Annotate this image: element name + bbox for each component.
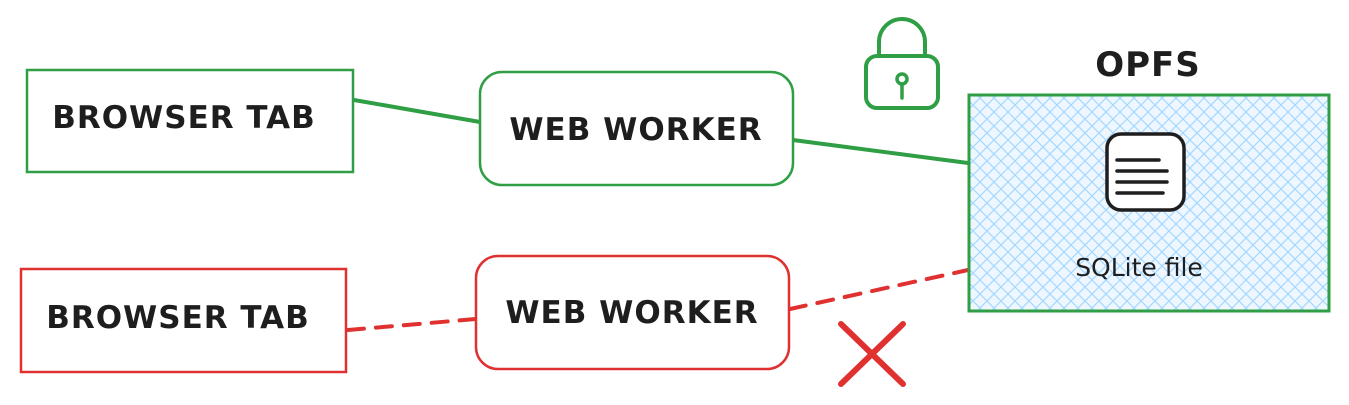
web-worker-bottom: WEB WORKER [474,254,791,371]
cross-icon [838,321,906,387]
connector-worker-to-opfs-bottom [788,268,970,311]
browser-tab-top: BROWSER TAB [25,68,355,174]
connector-worker-to-opfs-top [791,138,970,165]
connector-tab-to-worker-top [352,98,482,124]
web-worker-top: WEB WORKER [478,70,795,187]
opfs-title: OPFS [1095,45,1201,85]
connector-tab-to-worker-bottom [346,317,478,332]
web-worker-bottom-label: WEB WORKER [505,295,758,331]
web-worker-top-label: WEB WORKER [509,112,762,148]
lock-icon [864,17,940,110]
sqlite-file-label: SQLite file [1075,253,1203,282]
browser-tab-top-label: BROWSER TAB [52,100,316,136]
document-icon [1105,132,1186,212]
browser-tab-bottom: BROWSER TAB [19,267,348,374]
browser-tab-bottom-label: BROWSER TAB [46,300,310,336]
